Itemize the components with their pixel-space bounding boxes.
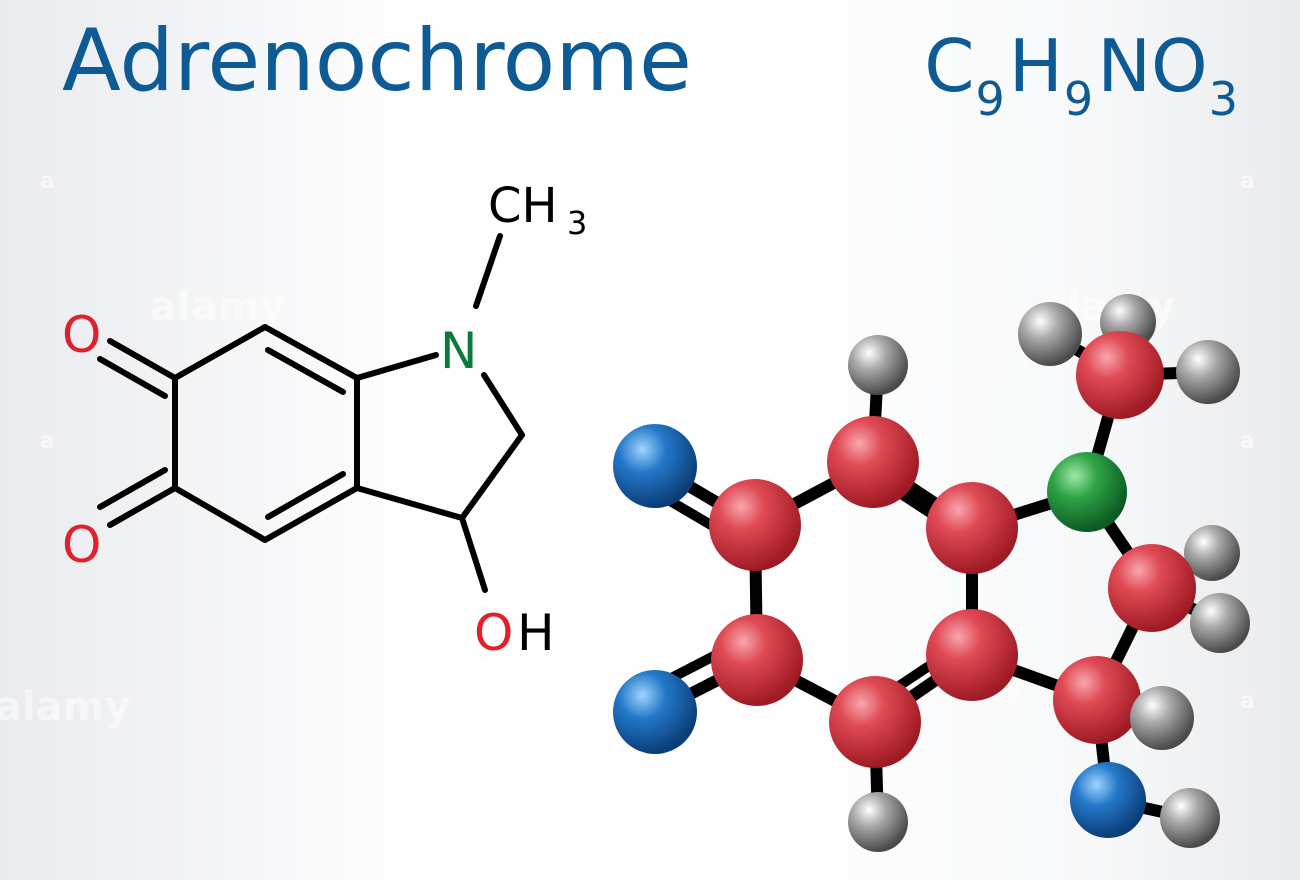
formula-symbol-h: H xyxy=(1008,24,1063,108)
hydrogen-atom xyxy=(1176,340,1240,404)
watermark-mark: a xyxy=(1240,169,1255,194)
hydrogen-atom xyxy=(1018,302,1082,366)
bond xyxy=(354,352,439,381)
watermark-marks: a a a a a xyxy=(40,169,1255,714)
bond xyxy=(107,485,178,528)
hydroxyl-hydrogen-label: H xyxy=(517,604,555,662)
carbon-atom xyxy=(829,676,921,768)
watermark-mark: a xyxy=(40,169,55,194)
carbon-atom xyxy=(711,614,803,706)
bond xyxy=(172,324,268,381)
hydrogen-atom xyxy=(1160,788,1220,848)
bond-double xyxy=(265,471,346,520)
hydroxyl-oxygen-label: O xyxy=(474,604,513,662)
bond xyxy=(481,372,525,438)
ball-and-stick-model xyxy=(613,294,1250,852)
carbon-atom xyxy=(709,479,801,571)
hydrogen-atom xyxy=(1190,593,1250,653)
carbon-atom xyxy=(1076,331,1164,419)
formula-symbol-o: O xyxy=(1151,24,1208,108)
bond-double xyxy=(97,467,168,510)
formula-symbol-c: C xyxy=(924,24,975,108)
bond xyxy=(107,338,178,381)
oxygen-atom xyxy=(613,670,697,754)
nitrogen-atom xyxy=(1047,452,1127,532)
watermark-mark: a xyxy=(40,429,55,454)
bond xyxy=(172,485,268,543)
formula-count-c: 9 xyxy=(975,72,1005,126)
bond xyxy=(473,233,503,309)
formula-symbol-n: N xyxy=(1097,24,1152,108)
bond xyxy=(459,432,525,521)
oxygen-atom xyxy=(1070,762,1146,838)
formula-count-o: 3 xyxy=(1208,72,1238,126)
oxygen-atom xyxy=(613,424,697,508)
page-title: Adrenochrome xyxy=(62,11,692,111)
bond xyxy=(262,324,360,381)
bond xyxy=(459,515,488,593)
carbon-atom xyxy=(926,482,1018,574)
methyl-label: CH xyxy=(488,178,558,234)
watermark-mark: a xyxy=(1240,429,1255,454)
oxygen-label-bottom: O xyxy=(62,516,101,574)
hydrogen-atom xyxy=(848,335,908,395)
bond xyxy=(262,485,360,543)
oxygen-label-top: O xyxy=(62,306,101,364)
carbon-atom xyxy=(1108,544,1196,632)
hydrogen-atom xyxy=(1184,525,1240,581)
structural-formula xyxy=(97,233,525,593)
watermark-text: alamy xyxy=(150,284,285,330)
hydrogen-atom xyxy=(848,792,908,852)
hydrogen-atom xyxy=(1130,686,1194,750)
bond-double xyxy=(97,356,168,399)
carbon-atom xyxy=(1053,656,1141,744)
nitrogen-label: N xyxy=(440,322,477,380)
structural-labels: O O N CH 3 O H xyxy=(62,178,587,662)
bond-double xyxy=(265,347,346,395)
methyl-subscript: 3 xyxy=(567,204,587,242)
bond xyxy=(354,485,465,521)
watermark-text: alamy xyxy=(0,684,130,730)
formula-count-h: 9 xyxy=(1063,72,1094,126)
carbon-atom xyxy=(827,416,919,508)
watermark-mark: a xyxy=(1240,689,1255,714)
carbon-atom xyxy=(926,609,1018,701)
